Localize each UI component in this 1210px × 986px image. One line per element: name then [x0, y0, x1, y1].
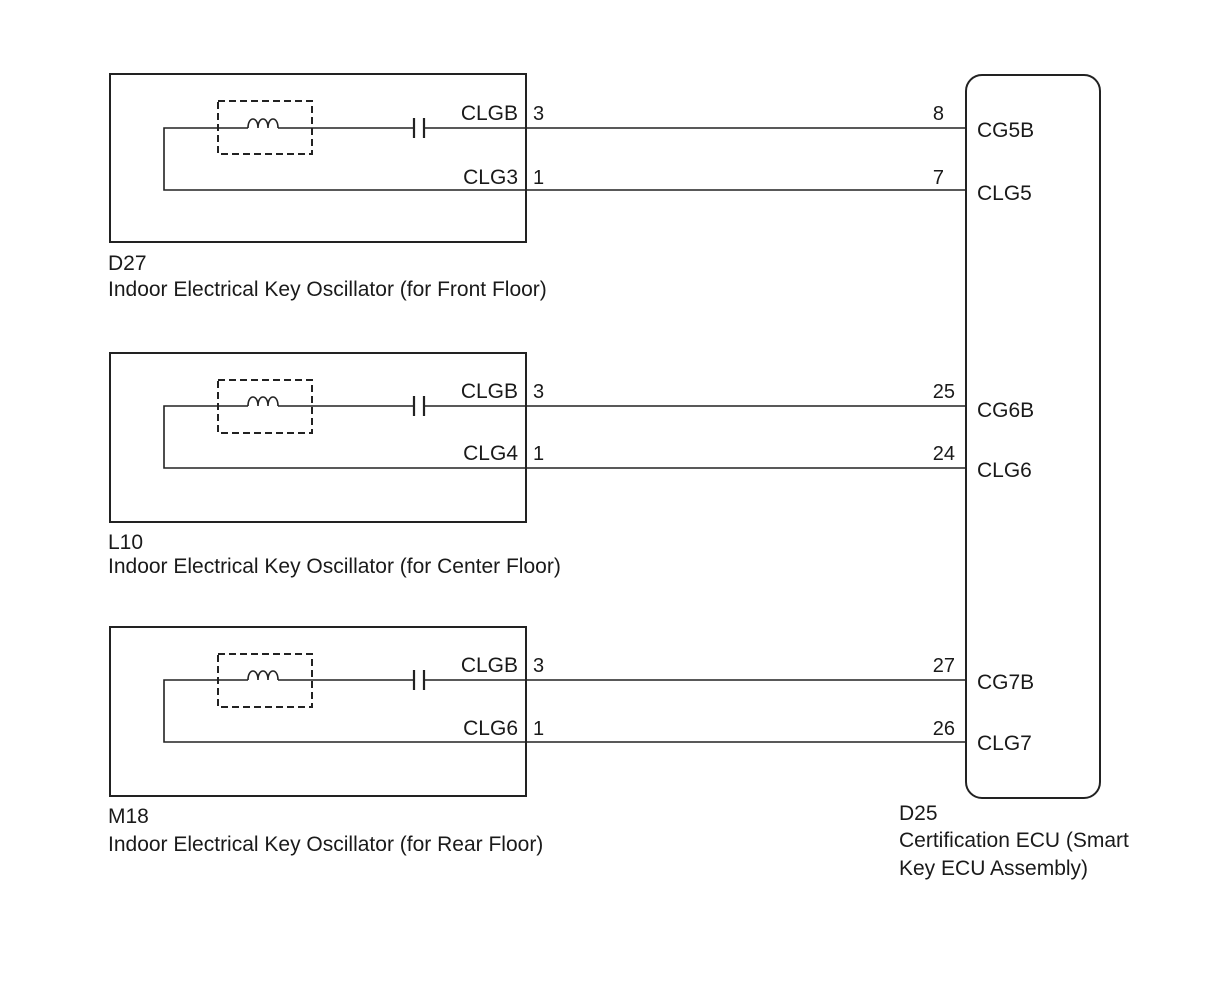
terminal-label: CLG6	[463, 717, 518, 740]
terminal-label: CLGB	[461, 654, 518, 677]
component-name: Indoor Electrical Key Oscillator (for Re…	[108, 833, 543, 856]
ecu-terminal-label: CLG5	[977, 182, 1032, 205]
ecu-name-line2: Key ECU Assembly)	[899, 857, 1088, 880]
pin-number: 1	[533, 718, 544, 740]
ecu-pin-number: 24	[933, 443, 955, 465]
pin-number: 3	[533, 381, 544, 403]
ecu-name-line1: Certification ECU (Smart	[899, 829, 1129, 852]
ecu-terminal-label: CG7B	[977, 671, 1034, 694]
terminal-label: CLG4	[463, 442, 518, 465]
pin-number: 3	[533, 655, 544, 677]
internal-wire	[163, 679, 526, 743]
terminal-label: CLGB	[461, 380, 518, 403]
ecu-pin-number: 7	[933, 167, 944, 189]
terminal-label: CLG3	[463, 166, 518, 189]
ecu-body	[965, 74, 1101, 799]
coil-symbol	[247, 118, 279, 129]
pin-number: 1	[533, 167, 544, 189]
ecu-connections: 8 CG5B 7 CLG5 25 CG6B 24 CLG6 27 CG7B 26…	[933, 103, 1034, 755]
pin-number: 1	[533, 443, 544, 465]
ecu-terminal-label: CLG6	[977, 459, 1032, 482]
ecu-pin-number: 8	[933, 103, 944, 125]
ecu-pin-number: 25	[933, 381, 955, 403]
oscillator-box	[109, 626, 527, 797]
oscillator-box	[109, 73, 527, 243]
component-code: M18	[108, 805, 149, 828]
ecu-pin-number: 27	[933, 655, 955, 677]
component-name: Indoor Electrical Key Oscillator (for Ce…	[108, 555, 561, 578]
ecu-pin-number: 26	[933, 718, 955, 740]
oscillator-front-floor: CLGB 3 CLG3 1 D27 Indoor Electrical Key …	[108, 73, 966, 301]
component-code: L10	[108, 531, 143, 554]
component-name: Indoor Electrical Key Oscillator (for Fr…	[108, 278, 547, 301]
coil-symbol	[247, 670, 279, 681]
ecu-code: D25	[899, 802, 938, 825]
terminal-label: CLGB	[461, 102, 518, 125]
ecu-terminal-label: CLG7	[977, 732, 1032, 755]
oscillator-rear-floor: CLGB 3 CLG6 1 M18 Indoor Electrical Key …	[108, 626, 966, 856]
ecu-terminal-label: CG5B	[977, 119, 1034, 142]
oscillator-box	[109, 352, 527, 523]
coil-symbol	[247, 396, 279, 407]
internal-wire	[163, 405, 526, 469]
internal-wire	[163, 127, 526, 191]
oscillator-center-floor: CLGB 3 CLG4 1 L10 Indoor Electrical Key …	[108, 352, 966, 578]
ecu-terminal-label: CG6B	[977, 399, 1034, 422]
component-code: D27	[108, 252, 147, 275]
pin-number: 3	[533, 103, 544, 125]
